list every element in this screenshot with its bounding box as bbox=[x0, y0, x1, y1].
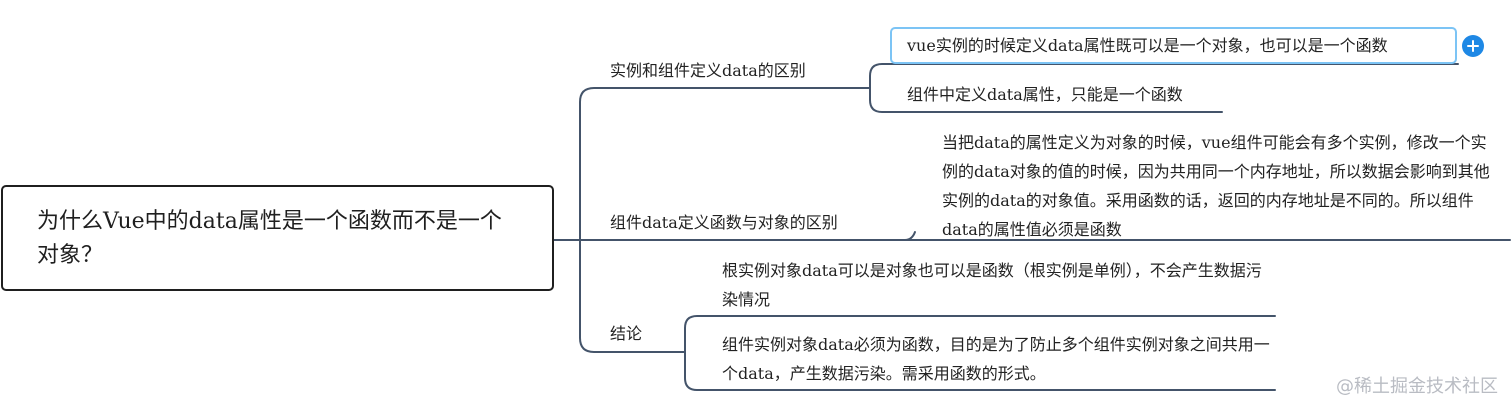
leaf-vue-instance-data[interactable]: vue实例的时候定义data属性既可以是一个对象，也可以是一个函数 bbox=[907, 36, 1388, 55]
watermark: @稀土掘金技术社区 bbox=[1336, 376, 1498, 397]
root-node[interactable]: 为什么Vue中的data属性是一个函数而不是一个对象？ bbox=[1, 185, 554, 291]
leaf-root-instance-conclusion[interactable]: 根实例对象data可以是对象也可以是函数（根实例是单例），不会产生数据污染情况 bbox=[722, 261, 1262, 309]
leaf-function-vs-object-explanation[interactable]: 当把data的属性定义为对象的时候，vue组件可能会有多个实例，修改一个实例的d… bbox=[942, 133, 1490, 239]
leaf-component-instance-conclusion[interactable]: 组件实例对象data必须为函数，目的是为了防止多个组件实例对象之间共用一个dat… bbox=[722, 335, 1270, 383]
branch-function-vs-object[interactable]: 组件data定义函数与对象的区别 bbox=[610, 213, 838, 232]
branch2-leaf-connector bbox=[904, 231, 916, 241]
branch-conclusion[interactable]: 结论 bbox=[610, 324, 643, 343]
trunk-connector bbox=[579, 87, 871, 353]
selected-node-frame[interactable] bbox=[890, 27, 1457, 64]
leaf-component-data-function[interactable]: 组件中定义data属性，只能是一个函数 bbox=[907, 85, 1183, 104]
branch-instance-vs-component[interactable]: 实例和组件定义data的区别 bbox=[610, 61, 806, 80]
root-title: 为什么Vue中的data属性是一个函数而不是一个对象？ bbox=[37, 209, 502, 268]
branch3-leaf-connector bbox=[684, 315, 1276, 391]
add-node-icon[interactable] bbox=[1462, 35, 1484, 57]
branch1-leaf-connector bbox=[869, 63, 1459, 113]
